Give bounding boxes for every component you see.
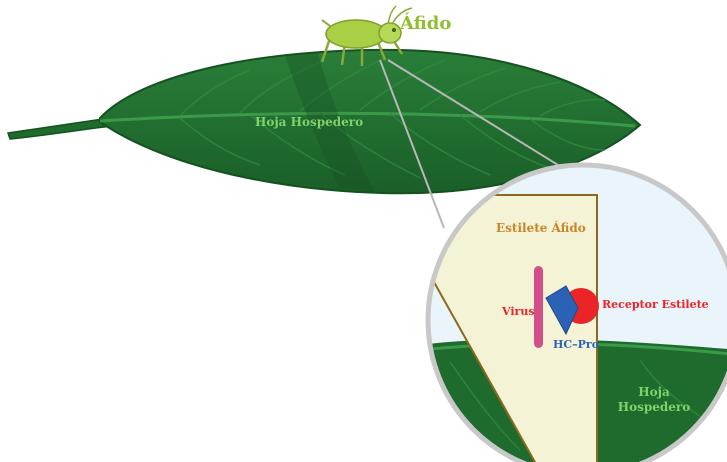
- virus-label: Virus: [501, 305, 535, 318]
- virus-particle: [534, 266, 543, 348]
- receptor-label: Receptor Estilete: [602, 298, 709, 311]
- aphid-head: [379, 23, 401, 43]
- leaf-petiole: [8, 118, 112, 139]
- inset-leaf-label-line2: Hospedero: [618, 400, 690, 414]
- leaf-label: Hoja Hospedero: [255, 115, 363, 129]
- aphid-label: Áfido: [399, 11, 451, 34]
- hc-pro-label: HC–Pro: [553, 338, 599, 351]
- aphid-body: [326, 20, 386, 48]
- stylet-label: Estilete Áfido: [496, 220, 586, 235]
- inset-leaf-label-line1: Hoja: [638, 385, 670, 399]
